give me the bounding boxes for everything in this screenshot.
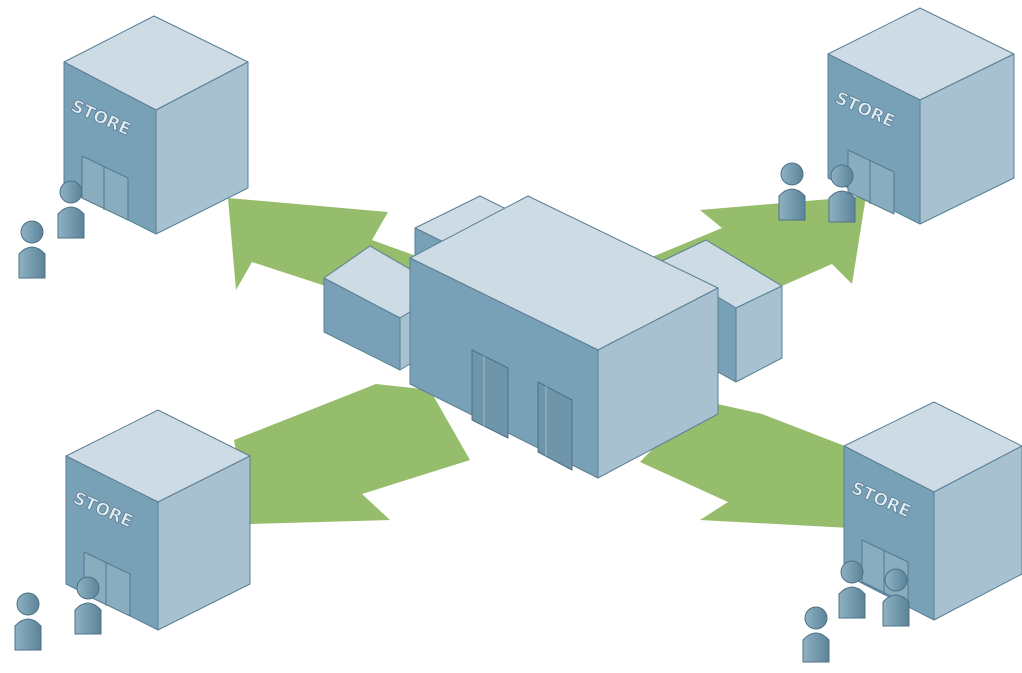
person-icon [882,568,910,627]
person-icon [74,576,102,635]
warehouse-doors [471,349,573,471]
store-bottom-right: STORE [843,401,1022,621]
store-bottom-left: STORE [65,409,251,631]
person-icon [18,220,46,279]
store-top-left: STORE [63,15,249,235]
store-top-right: STORE [827,7,1015,225]
person-icon [778,162,806,221]
person-icon [828,164,856,223]
store-door [81,155,129,221]
arrow-to-bottom-left-store [234,384,470,524]
person-icon [838,560,866,619]
arrow-to-bottom-right-store [640,400,850,528]
person-icon [57,180,85,239]
people-group [14,162,910,663]
warehouse [323,195,783,479]
person-icon [14,592,42,651]
person-icon [802,606,830,663]
warehouse-door-left [471,349,509,439]
